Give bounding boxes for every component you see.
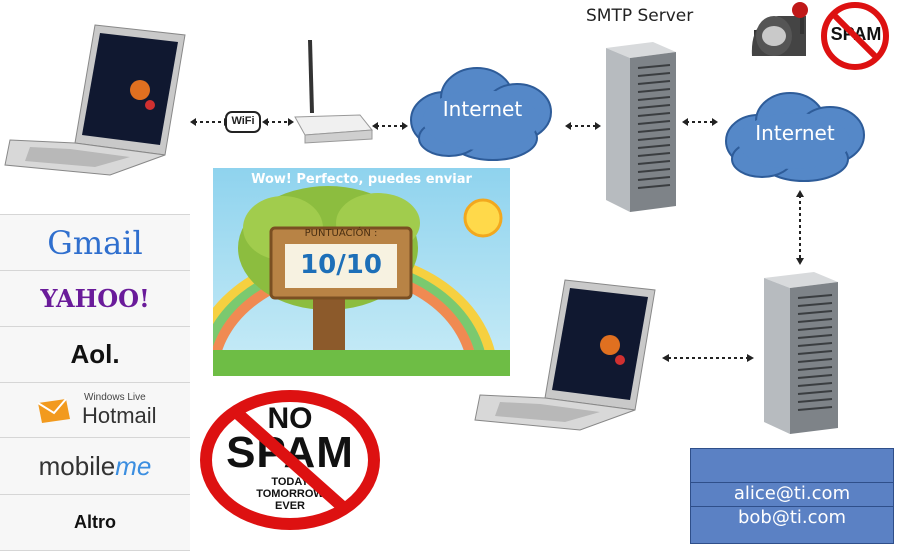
provider-aol: Aol. [0, 327, 190, 383]
quiz-banner: Wow! Perfecto, puedes enviar [251, 172, 472, 187]
quiz-score-label: PUNTUACIÓN : [304, 228, 378, 239]
mailbox-row-1: alice@ti.com [691, 482, 893, 505]
email-provider-list: Gmail YAHOO! Aol. Windows Live Hotmail m… [0, 214, 190, 551]
mail-server-icon [764, 272, 838, 434]
mailbox-table: alice@ti.com bob@ti.com [690, 448, 894, 544]
quiz-result-image: Wow! Perfecto, puedes enviar PUNTUACIÓN … [213, 168, 510, 376]
sender-laptop [4, 24, 186, 176]
provider-yahoo: YAHOO! [0, 271, 190, 327]
arrow-smtp-internet [682, 118, 718, 126]
wifi-icon: WiFi [225, 108, 261, 134]
arrow-internet-mailserver [796, 190, 804, 265]
arrow-internet-smtp [565, 122, 601, 130]
spam-mailbox-sign: SPAM [740, 0, 900, 72]
provider-gmail: Gmail [0, 215, 190, 271]
internet-cloud-left: Internet [405, 60, 560, 165]
smtp-server-icon [606, 42, 676, 212]
quiz-score: 10/10 [300, 250, 382, 280]
internet-cloud-right: Internet [720, 85, 870, 185]
arrow-wifi-router [262, 118, 294, 126]
provider-altro: Altro [0, 495, 190, 551]
mailbox-row-2: bob@ti.com [691, 506, 893, 529]
arrow-router-internet [372, 122, 408, 130]
receiver-laptop [474, 279, 656, 431]
no-spam-sign: NO SPAM TODAY TOMORROW EVER [200, 390, 380, 530]
router-icon [294, 39, 373, 144]
arrow-laptop-wifi [190, 118, 230, 126]
provider-hotmail: Windows Live Hotmail [0, 383, 190, 438]
envelope-icon [37, 398, 70, 423]
arrow-laptop-mailserver [662, 354, 754, 362]
smtp-server-label: SMTP Server [586, 6, 694, 26]
